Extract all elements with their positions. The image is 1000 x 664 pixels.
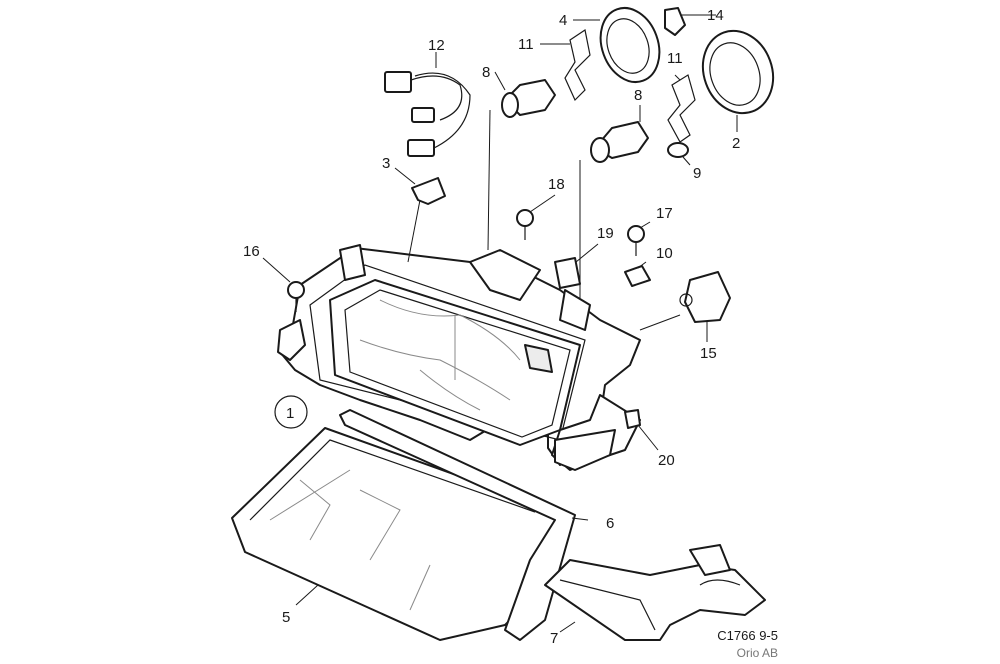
callout-15: 15 bbox=[700, 345, 717, 362]
callout-18: 18 bbox=[548, 176, 565, 193]
callout-11-left: 11 bbox=[518, 36, 534, 53]
screw-17 bbox=[627, 225, 645, 256]
callout-numbers: 1 2 3 4 5 6 7 8 8 9 10 11 11 12 14 15 16… bbox=[243, 7, 740, 647]
screw-18 bbox=[516, 209, 534, 240]
callout-3: 3 bbox=[382, 155, 390, 172]
callout-19: 19 bbox=[597, 225, 614, 242]
callout-2: 2 bbox=[732, 135, 740, 152]
callout-4: 4 bbox=[559, 12, 567, 29]
retaining-clip bbox=[411, 177, 446, 205]
headlamp-housing bbox=[277, 244, 641, 471]
level-adjust-motor bbox=[679, 271, 731, 323]
adjuster-clip bbox=[624, 265, 651, 287]
wiring-harness bbox=[384, 71, 471, 157]
callout-14: 14 bbox=[707, 7, 724, 24]
vent-elbow bbox=[664, 7, 686, 36]
callout-6: 6 bbox=[606, 515, 614, 532]
halogen-bulb-right bbox=[590, 121, 649, 163]
callout-9: 9 bbox=[693, 165, 701, 182]
callout-16: 16 bbox=[243, 243, 260, 260]
headlamp-lens bbox=[231, 427, 556, 641]
bulb-retaining-ring-large bbox=[701, 29, 775, 115]
drawing-code: C1766 9-5 bbox=[717, 628, 778, 643]
callout-12: 12 bbox=[428, 37, 445, 54]
callout-20: 20 bbox=[658, 452, 675, 469]
callout-11-right: 11 bbox=[667, 50, 683, 67]
screw-16 bbox=[287, 281, 305, 312]
bulb-spring-clip-right bbox=[667, 74, 696, 143]
callout-8-right: 8 bbox=[634, 87, 642, 104]
callout-1: 1 bbox=[286, 405, 294, 422]
spring-nut bbox=[624, 409, 641, 429]
callout-5: 5 bbox=[282, 609, 290, 626]
callout-8-left: 8 bbox=[482, 64, 490, 81]
leader-lines bbox=[262, 14, 738, 633]
bulb-socket bbox=[554, 257, 581, 289]
bulb-spring-clip-left bbox=[564, 29, 591, 102]
parking-bulb bbox=[667, 142, 689, 158]
lens-seal bbox=[339, 409, 576, 641]
callout-1-circle bbox=[274, 395, 308, 429]
callout-17: 17 bbox=[656, 205, 673, 222]
callout-10: 10 bbox=[656, 245, 673, 262]
bulb-retaining-ring-small bbox=[599, 7, 661, 83]
callout-7: 7 bbox=[550, 630, 558, 647]
halogen-bulb-left bbox=[501, 79, 556, 118]
lower-cover bbox=[544, 544, 766, 641]
company-credit: Orio AB bbox=[736, 646, 778, 660]
